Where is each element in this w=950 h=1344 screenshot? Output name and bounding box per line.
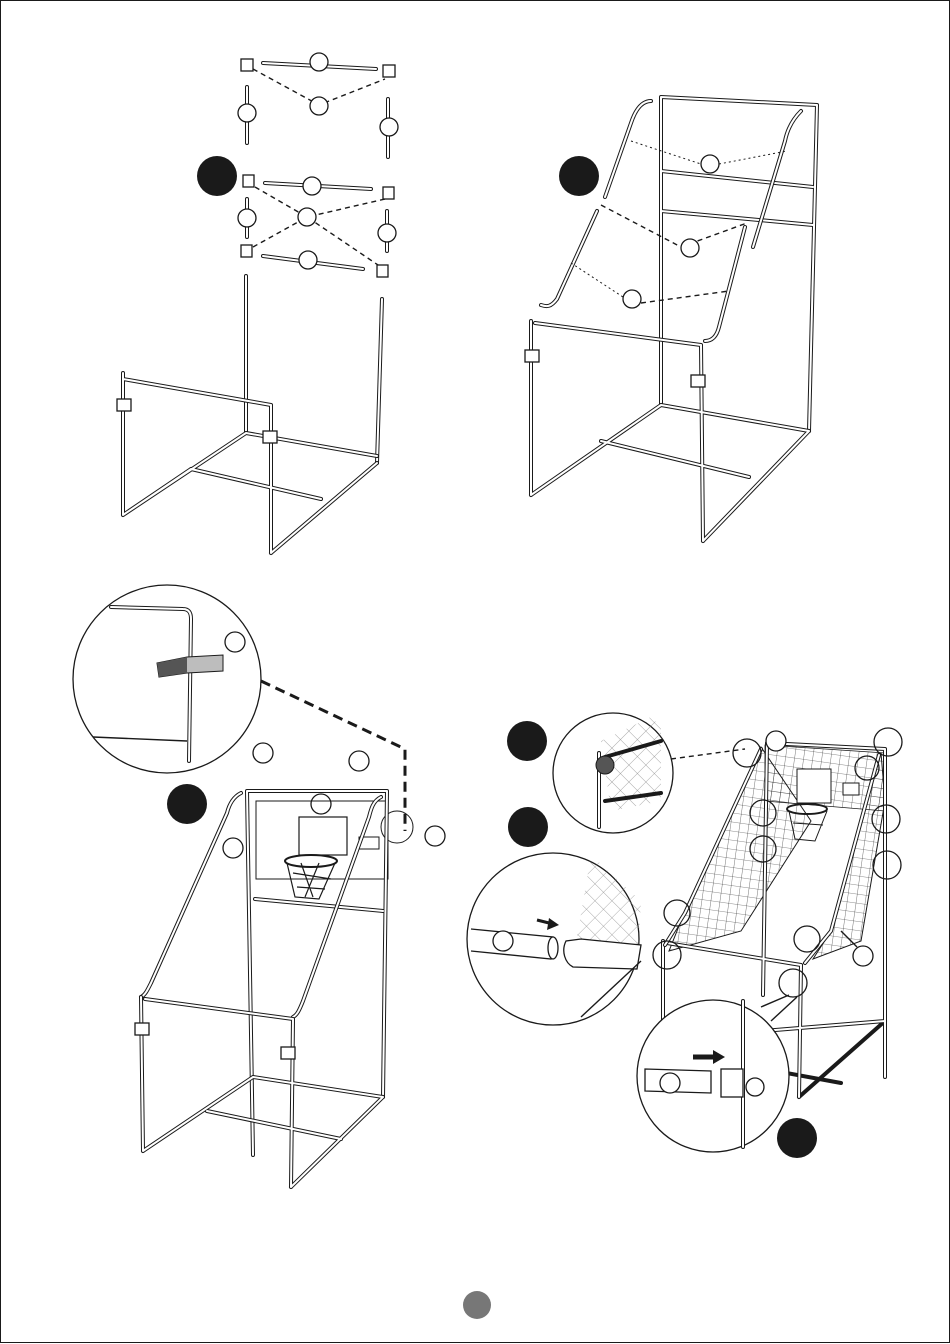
basketball-hoop bbox=[285, 855, 337, 867]
step-2-upper-frame bbox=[525, 97, 817, 541]
part-callout-circle bbox=[349, 751, 369, 771]
attach-point-circle bbox=[874, 728, 902, 756]
part-callout-circle bbox=[298, 208, 316, 226]
part-callout-circle bbox=[660, 1073, 680, 1093]
base-frame-step-1 bbox=[117, 276, 382, 553]
backboard bbox=[299, 817, 347, 855]
part-callout-circle bbox=[623, 290, 641, 308]
part-callout-circle bbox=[311, 794, 331, 814]
middle-rail-group bbox=[197, 156, 396, 277]
part-callout-circle bbox=[681, 239, 699, 257]
side-tee-joint bbox=[117, 399, 131, 411]
step-marker-3 bbox=[167, 784, 207, 824]
part-callout-circle bbox=[310, 53, 328, 71]
part-callout-circle bbox=[425, 826, 445, 846]
corner-joint bbox=[241, 59, 253, 71]
tee-joint bbox=[377, 265, 388, 277]
backboard bbox=[797, 769, 831, 803]
part-callout-circle bbox=[253, 743, 273, 763]
net-hook bbox=[596, 756, 614, 774]
step-3-backboard-and-net-strap bbox=[73, 585, 445, 1187]
score-counter bbox=[843, 783, 859, 795]
part-callout-circle bbox=[701, 155, 719, 173]
part-callout-circle bbox=[238, 209, 256, 227]
side-tee-joint bbox=[691, 375, 705, 387]
step-marker-4 bbox=[507, 721, 547, 761]
tee-joint bbox=[241, 245, 252, 257]
part-callout-circle bbox=[238, 104, 256, 122]
corner-joint bbox=[383, 65, 395, 77]
part-callout-circle bbox=[310, 97, 328, 115]
top-rail-group bbox=[238, 53, 398, 157]
tee-joint bbox=[243, 175, 254, 187]
detail-magnifier-strap bbox=[73, 585, 261, 773]
hoop-net bbox=[287, 863, 335, 899]
part-callout-circle bbox=[299, 251, 317, 269]
part-callout-circle bbox=[746, 1078, 764, 1096]
part-callout-circle bbox=[378, 224, 396, 242]
tee-joint bbox=[383, 187, 394, 199]
tee-joint bbox=[721, 1069, 743, 1097]
part-callout-circle bbox=[380, 118, 398, 136]
side-tee-joint bbox=[525, 350, 539, 362]
page-marker bbox=[463, 1291, 491, 1319]
attach-point-circle bbox=[779, 969, 807, 997]
part-callout-circle bbox=[853, 946, 873, 966]
side-tee-joint bbox=[281, 1047, 295, 1059]
step-marker-2 bbox=[559, 156, 599, 196]
part-callout-circle bbox=[223, 838, 243, 858]
step-marker-1 bbox=[197, 156, 237, 196]
part-callout-circle bbox=[225, 632, 245, 652]
attach-point-circle bbox=[794, 926, 820, 952]
step-marker-6 bbox=[777, 1118, 817, 1158]
part-callout-circle bbox=[766, 731, 786, 751]
attach-point-circle bbox=[733, 739, 761, 767]
side-tee-joint bbox=[263, 431, 277, 443]
step-4-net-and-final bbox=[467, 713, 902, 1158]
part-callout-circle bbox=[493, 931, 513, 951]
net-sleeve bbox=[564, 939, 641, 969]
step-1-exploded-parts bbox=[117, 53, 398, 553]
part-callout-circle bbox=[303, 177, 321, 195]
side-tee-joint bbox=[135, 1023, 149, 1035]
step-marker-5 bbox=[508, 807, 548, 847]
